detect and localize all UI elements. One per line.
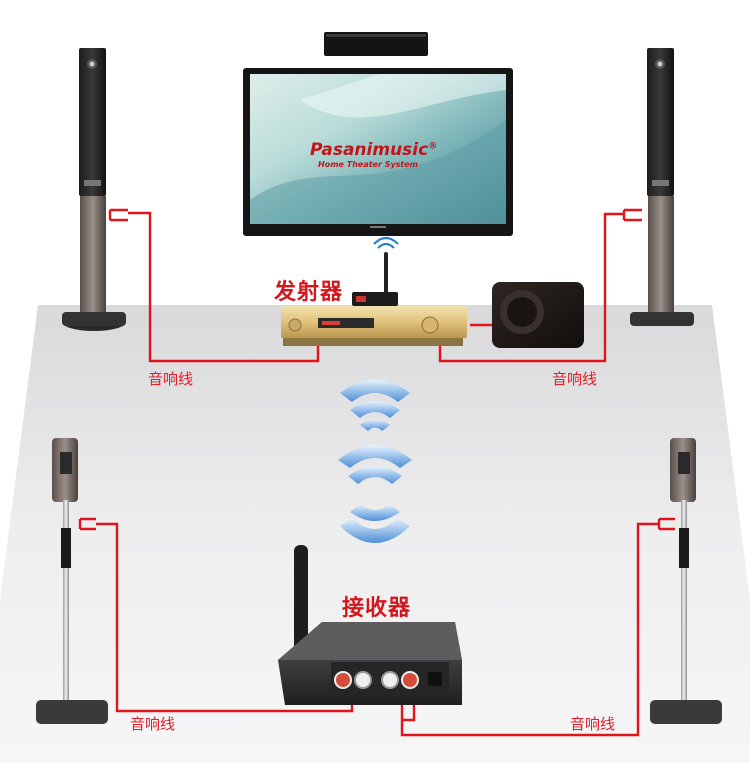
cable-label-top-right: 音响线 <box>552 368 597 389</box>
transmitter-label: 发射器 <box>274 274 343 306</box>
subwoofer <box>492 282 584 348</box>
cable-label-bottom-right: 音响线 <box>570 713 615 734</box>
front-left-tower-speaker <box>62 48 126 331</box>
tv-brand-name: Pasanimusic <box>310 140 428 160</box>
front-right-tower-speaker <box>630 48 694 326</box>
transmitter-device <box>352 238 398 306</box>
receiver-label: 接收器 <box>342 590 411 622</box>
cable-label-bottom-left: 音响线 <box>130 713 175 734</box>
amplifier <box>281 306 467 346</box>
tv-brand-text: Pasanimusic® <box>310 140 437 160</box>
cable-label-top-left: 音响线 <box>148 368 193 389</box>
tv-subtitle-text: Home Theater System <box>318 160 418 169</box>
center-speaker <box>324 32 428 56</box>
tv-brand-trademark: ® <box>428 141 437 151</box>
